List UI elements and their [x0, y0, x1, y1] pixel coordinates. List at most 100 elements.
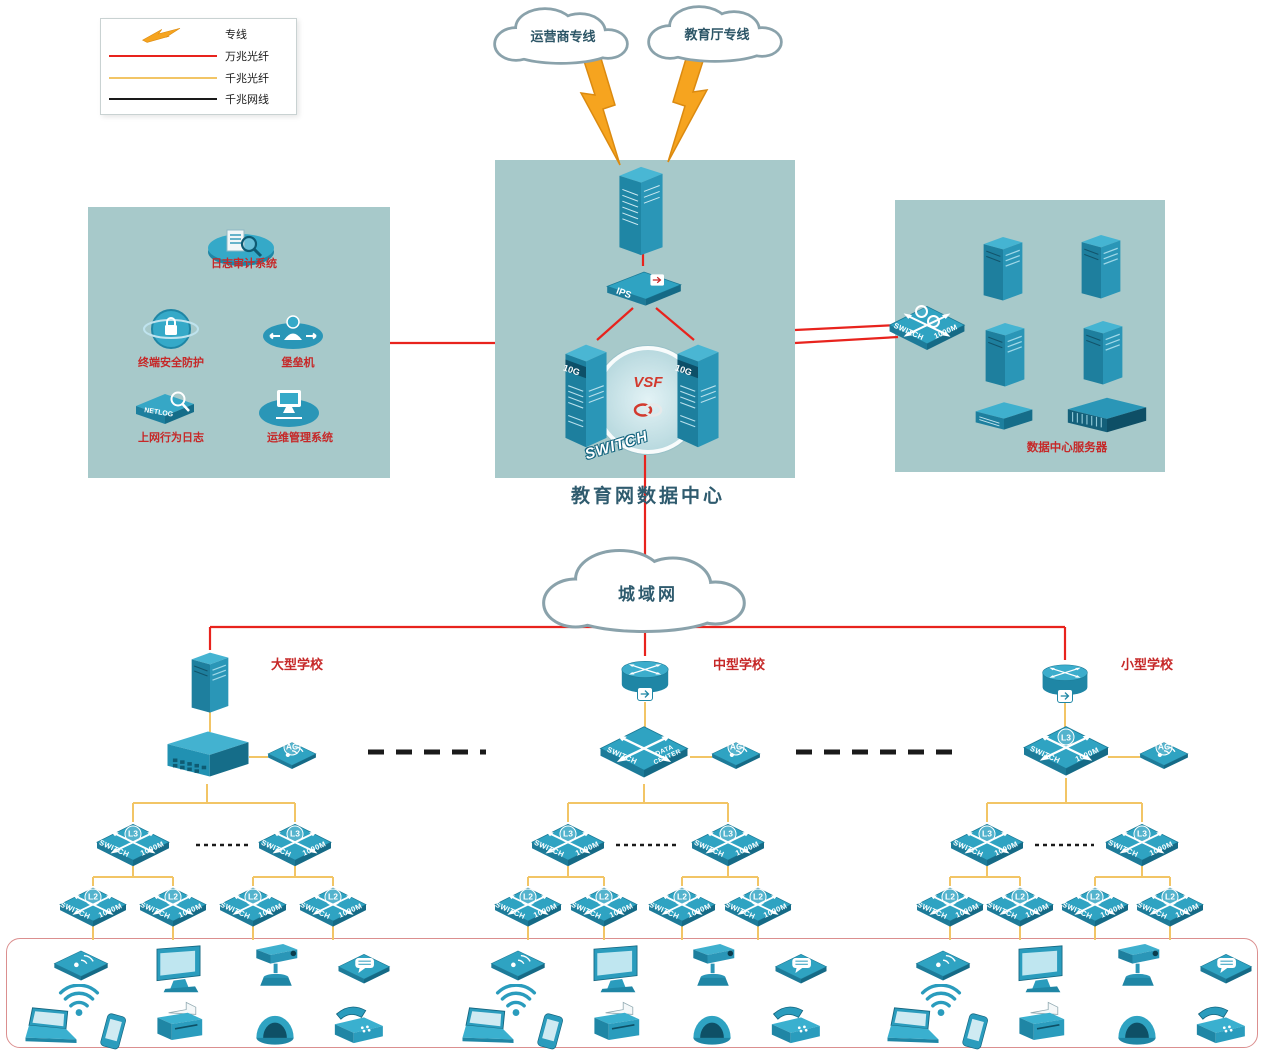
dome-camera-icon [1112, 1004, 1162, 1048]
server-tower-icon [1076, 228, 1126, 302]
large-school-ac: AC [266, 738, 318, 774]
desk-phone-icon [765, 1002, 825, 1050]
smartphone-icon [952, 1012, 998, 1052]
ops-management-icon [259, 390, 319, 427]
l3-badge: L3 [1057, 728, 1075, 746]
stack-ring-icon [914, 305, 928, 318]
router-chip-icon [637, 687, 653, 701]
vsf-link-icon [633, 403, 663, 417]
voip-chat-icon [1198, 948, 1254, 988]
desk-phone-icon [328, 1002, 388, 1050]
l2-badge: L2 [244, 888, 262, 906]
l2-badge: L2 [595, 888, 613, 906]
firewall-tower-icon [612, 162, 670, 260]
dedicated-line-bolts [579, 51, 709, 166]
ptz-camera-icon [246, 940, 306, 992]
medium-school-ac: AC [710, 738, 762, 774]
ptz-camera-icon [1108, 940, 1168, 992]
stack-ring-icon [927, 315, 940, 328]
wireless-ap-icon [52, 946, 110, 986]
router-chip-icon [1057, 689, 1073, 703]
security-item-label: 上网行为日志 [138, 432, 204, 444]
ac-badge: AC [283, 738, 301, 756]
medium-school-router [616, 652, 674, 702]
l2-badge: L2 [673, 888, 691, 906]
l3-badge: L3 [978, 825, 996, 843]
l2-badge: L2 [164, 888, 182, 906]
core-switch-right: 10G [670, 334, 726, 456]
l2-badge: L2 [519, 888, 537, 906]
netlog-device-icon: NETLOG [136, 391, 194, 424]
legend-row-dedicated: 专线 [109, 26, 288, 43]
medium-school-label: 中型学校 [712, 657, 765, 672]
security-item-label: 运维管理系统 [267, 432, 333, 444]
yellow-line-swatch [109, 76, 217, 79]
printer-icon [587, 1000, 645, 1048]
l2-badge: L2 [1011, 888, 1029, 906]
datacenter-title: 教育网数据中心 [570, 485, 725, 507]
legend-label: 万兆光纤 [225, 51, 269, 64]
large-school-firewall-icon [163, 724, 253, 784]
wireless-ap-icon [489, 946, 547, 986]
netlog-label: NETLOG [144, 407, 174, 419]
voip-chat-icon [336, 948, 392, 988]
legend: 专线 万兆光纤 千兆光纤 千兆网线 [100, 18, 297, 115]
server-tower-icon [1078, 314, 1128, 388]
server-panel-caption: 数据中心服务器 [1026, 442, 1108, 454]
edu-cloud-label: 教育厅专线 [684, 27, 750, 42]
legend-label: 专线 [225, 29, 247, 42]
core-switch-icon [558, 334, 614, 456]
desktop-monitor-icon [1014, 944, 1072, 994]
carrier-cloud-label: 运营商专线 [530, 29, 596, 44]
legend-label: 千兆网线 [225, 94, 269, 107]
legend-row-1g-copper: 千兆网线 [109, 91, 288, 107]
black-line-swatch [109, 98, 217, 101]
l2-badge: L2 [941, 888, 959, 906]
large-school-server [184, 646, 236, 716]
wireless-ap-icon [914, 946, 972, 986]
printer-icon [1012, 1000, 1070, 1048]
man-cloud-label: 城域网 [618, 585, 678, 604]
desktop-monitor-icon [589, 944, 647, 994]
lightning-icon [141, 27, 181, 43]
server-tower-icon [184, 646, 236, 716]
laptop-icon [882, 1006, 944, 1050]
red-line-swatch [109, 55, 217, 58]
laptop-icon [20, 1006, 82, 1050]
log-audit-icon [208, 229, 274, 266]
ac-badge: AC [1155, 738, 1173, 756]
endpoint-security-icon [143, 309, 199, 349]
server-tower-icon [978, 230, 1028, 304]
bastion-host-icon [263, 315, 323, 349]
rack-switch-icon [1064, 392, 1150, 438]
l3-badge: L3 [719, 825, 737, 843]
small-school-router [1037, 656, 1093, 704]
rack-server-icon [972, 396, 1036, 434]
l3-badge: L3 [286, 825, 304, 843]
core-switch-icon [670, 334, 726, 456]
ips-device: IPS [604, 262, 684, 314]
l2-badge: L2 [1086, 888, 1104, 906]
legend-row-10g: 万兆光纤 [109, 48, 288, 64]
security-item-label: 终端安全防护 [138, 357, 204, 369]
